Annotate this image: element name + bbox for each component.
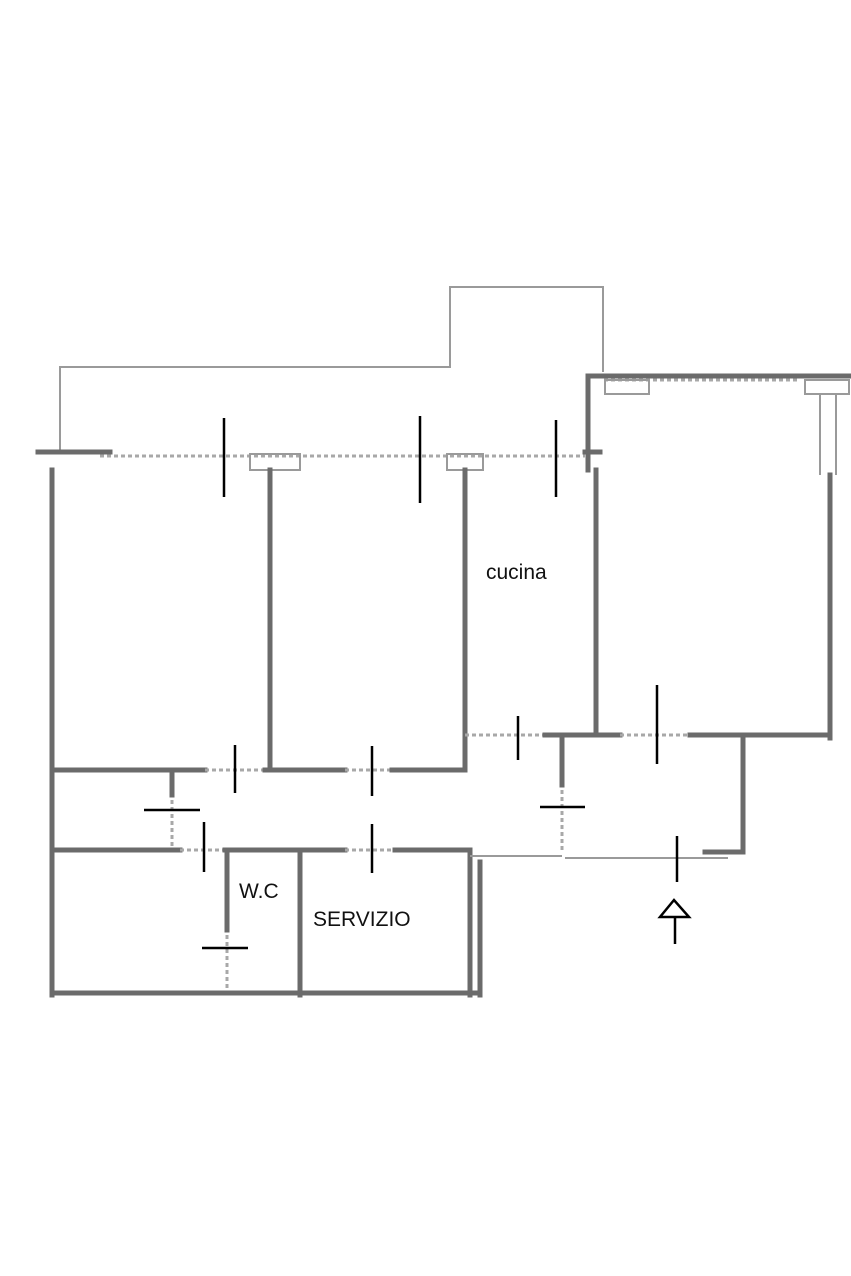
room-label-cucina: cucina xyxy=(486,561,547,584)
door-marks xyxy=(144,416,679,950)
up-arrow-icon xyxy=(657,898,692,944)
interior-walls xyxy=(49,467,833,998)
room-label-servizio: SERVIZIO xyxy=(313,908,411,931)
room-label-wc: W.C xyxy=(239,880,279,903)
balcony-outline xyxy=(59,286,604,450)
exterior-wall-top xyxy=(35,373,851,475)
